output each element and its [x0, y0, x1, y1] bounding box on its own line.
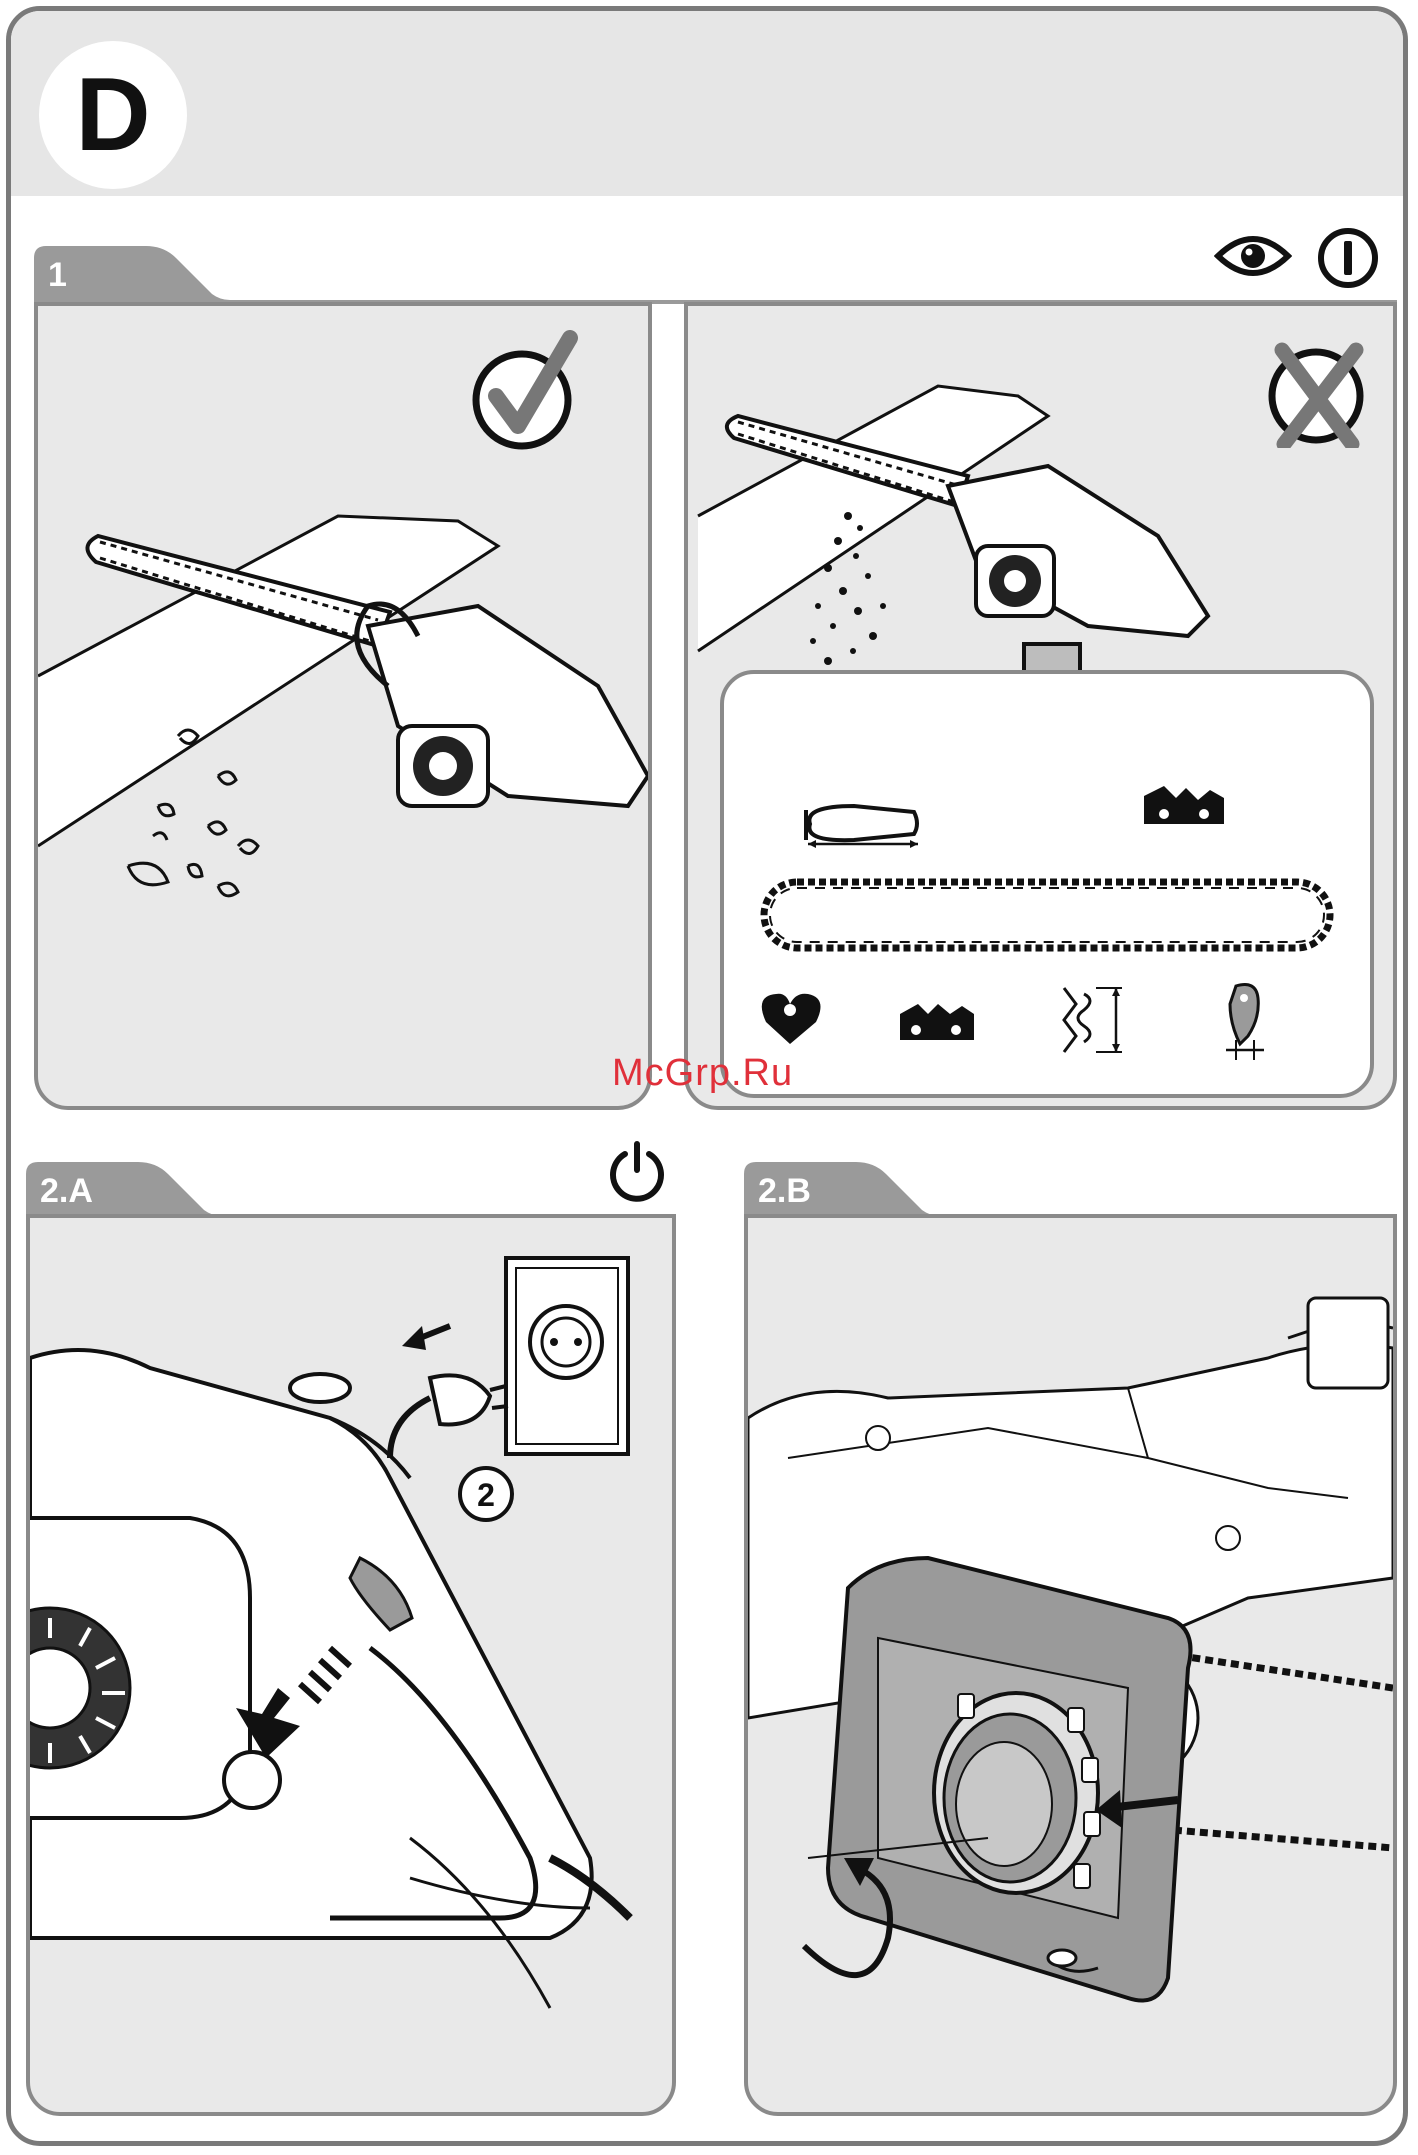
remove-cover-illustration: [748, 1218, 1393, 2112]
step-2a-tab-shape: [26, 1158, 676, 1220]
watermark: McGrp.Ru: [612, 1052, 793, 1095]
step-2b-tab: 2.B: [744, 1158, 1397, 1220]
unplug-illustration: 2: [30, 1218, 672, 2112]
chain-detail-illustration: [724, 674, 1370, 1094]
panel-unplug: 2: [26, 1214, 676, 2116]
power-icon: [605, 1140, 669, 1204]
step-2b-label: 2.B: [758, 1172, 811, 1211]
step-2a-label: 2.A: [40, 1172, 93, 1211]
chainsaw-cutting-illustration: [38, 306, 648, 1106]
header-band: [11, 11, 1403, 196]
info-icon: [1316, 226, 1380, 290]
step-2b-tab-shape: [744, 1158, 1397, 1220]
step-1-label: 1: [48, 256, 67, 295]
step-1-tab-shape: [34, 242, 1397, 304]
panel-remove-cover: [744, 1214, 1397, 2116]
step-1-tab: 1: [34, 242, 1397, 304]
step-2a-tab: 2.A: [26, 1158, 676, 1220]
section-letter: D: [75, 56, 150, 175]
chain-detail-inset: [720, 670, 1374, 1098]
section-badge: D: [39, 41, 187, 189]
eye-icon: [1214, 228, 1292, 284]
panel-incorrect-cut: [684, 302, 1397, 1110]
unplug-step-number: 2: [477, 1477, 495, 1513]
panel-correct-cut: [34, 302, 652, 1110]
